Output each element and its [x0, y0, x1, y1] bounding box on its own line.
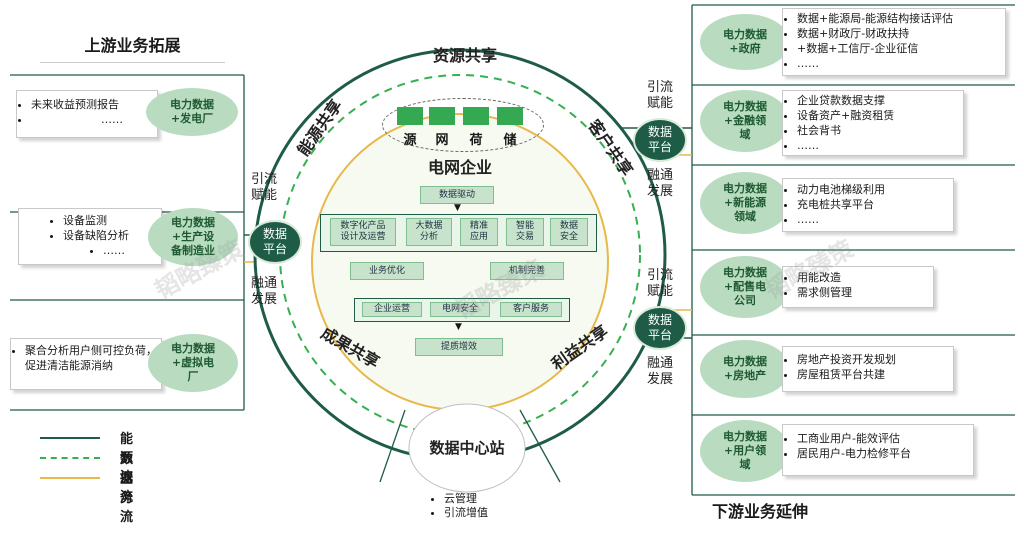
arrow-down-icon: ▼ [454, 203, 461, 213]
side-label: 融通 发展 [646, 168, 673, 199]
downstream-node-users: 电力数据 +用户领 域 [700, 420, 790, 482]
side-label: 引流 赋能 [250, 172, 277, 203]
list-item: …… [797, 212, 953, 227]
list-item: 聚合分析用户侧可控负荷，促进清洁能源消纳 [25, 343, 161, 373]
storage-label: 储 [503, 133, 517, 148]
downstream-node-retail: 电力数据 +配售电 公司 [700, 256, 790, 318]
list-item: 充电桩共享平台 [797, 197, 953, 212]
legend-label: 能源流 [120, 432, 134, 485]
list-item: …… [797, 138, 963, 153]
ops-step: 客户服务 [500, 302, 562, 317]
side-label: 融通 发展 [250, 276, 277, 307]
downstream-node-finance: 电力数据 +金融领 域 [700, 90, 790, 152]
biz-opt-chip: 业务优化 [350, 262, 424, 280]
list-item: 数据+财政厅-财政扶持 [797, 26, 1005, 41]
data-platform-hub-left: 数据 平台 [248, 220, 302, 264]
process-step: 大数据 分析 [406, 218, 452, 246]
ops-step: 电网安全 [430, 302, 490, 317]
process-step: 数字化产品 设计及运营 [330, 218, 396, 246]
legend-label: 业务流 [120, 472, 134, 525]
legend-swatch-business [40, 477, 100, 479]
legend-label: 数据流 [120, 452, 134, 505]
list-item: …… [103, 243, 161, 258]
list-item: 云管理 [444, 492, 488, 506]
upstream-box-3: 聚合分析用户侧可控负荷，促进清洁能源消纳 [10, 338, 162, 390]
list-item: 工商业用户-能效评估 [797, 431, 973, 446]
downstream-title: 下游业务延伸 [712, 502, 809, 521]
upstream-node-virtual-plant: 电力数据 +虚拟电 厂 [148, 334, 238, 392]
data-driven-chip: 数据驱动 [420, 186, 494, 204]
source-row: 源 网 荷 储 [382, 98, 544, 152]
list-item: 未来收益预测报告 [31, 97, 157, 112]
list-item: 社会背书 [797, 123, 963, 138]
list-item: …… [31, 112, 157, 127]
upstream-node-equipment: 电力数据 +生产设 备制造业 [148, 208, 238, 266]
arrow-down-icon: ▼ [455, 322, 462, 332]
side-label: 融通 发展 [646, 356, 673, 387]
tower-icon [429, 107, 455, 125]
improve-chip: 提质增效 [415, 338, 503, 356]
process-step: 数据 安全 [550, 218, 588, 246]
downstream-node-government: 电力数据 +政府 [700, 14, 790, 70]
side-label: 引流 赋能 [646, 80, 673, 111]
list-item: 引流增值 [444, 506, 488, 520]
pole-icon [463, 107, 489, 125]
list-item: …… [797, 56, 1005, 71]
downstream-box-3: 动力电池梯级利用 充电桩共享平台 …… [782, 178, 954, 232]
upstream-box-2: 设备监测 设备缺陷分析 …… [18, 208, 162, 265]
list-item: 数据+能源局-能源结构接话评估 [797, 11, 1005, 26]
upstream-title: 上游业务拓展 [40, 28, 225, 63]
load-label: 荷 [469, 133, 483, 148]
legend-swatch-data [40, 457, 100, 459]
battery-icon [497, 107, 523, 125]
list-item: 居民用户-电力检修平台 [797, 446, 973, 461]
downstream-box-2: 企业贷款数据支撑 设备资产+融资租赁 社会背书 …… [782, 90, 964, 156]
list-item: +数据+工信厅-企业征信 [797, 41, 1005, 56]
downstream-node-real-estate: 电力数据 +房地产 [700, 340, 790, 398]
list-item: 设备资产+融资租赁 [797, 108, 963, 123]
legend-swatch-energy [40, 437, 100, 439]
source-label: 源 [403, 133, 417, 148]
list-item: 企业贷款数据支撑 [797, 93, 963, 108]
data-platform-hub-right-bottom: 数据 平台 [633, 306, 687, 350]
datacenter-title: 数据中心站 [429, 439, 505, 457]
downstream-box-6: 工商业用户-能效评估 居民用户-电力检修平台 [782, 424, 974, 476]
downstream-box-4: 用能改造 需求侧管理 [782, 266, 934, 308]
list-item: 房屋租赁平台共建 [797, 367, 953, 382]
downstream-box-1: 数据+能源局-能源结构接话评估 数据+财政厅-财政扶持 +数据+工信厅-企业征信… [782, 8, 1006, 76]
downstream-box-5: 房地产投资开发规划 房屋租赁平台共建 [782, 346, 954, 392]
list-item: 需求侧管理 [797, 285, 933, 300]
side-label: 引流 赋能 [646, 268, 673, 299]
list-item: 设备缺陷分析 [63, 228, 161, 243]
grid-label: 网 [435, 133, 449, 148]
process-step: 精准 应用 [460, 218, 498, 246]
grid-company-title: 电网企业 [427, 158, 492, 177]
list-item: 动力电池梯级利用 [797, 182, 953, 197]
list-item: 设备监测 [63, 213, 161, 228]
list-item: 房地产投资开发规划 [797, 352, 953, 367]
data-platform-hub-right-top: 数据 平台 [633, 118, 687, 162]
mech-chip: 机制完善 [490, 262, 564, 280]
list-item: 用能改造 [797, 270, 933, 285]
ring-label-top: 资源共享 [432, 46, 497, 65]
datacenter-list: 云管理 引流增值 [430, 492, 488, 520]
downstream-node-new-energy: 电力数据 +新能源 领域 [700, 172, 790, 234]
plant-icon [397, 107, 423, 125]
upstream-node-power-plant: 电力数据 +发电厂 [146, 88, 238, 136]
ops-step: 企业运营 [362, 302, 422, 317]
process-step: 智能 交易 [506, 218, 544, 246]
upstream-box-1: 未来收益预测报告 …… [16, 90, 158, 138]
